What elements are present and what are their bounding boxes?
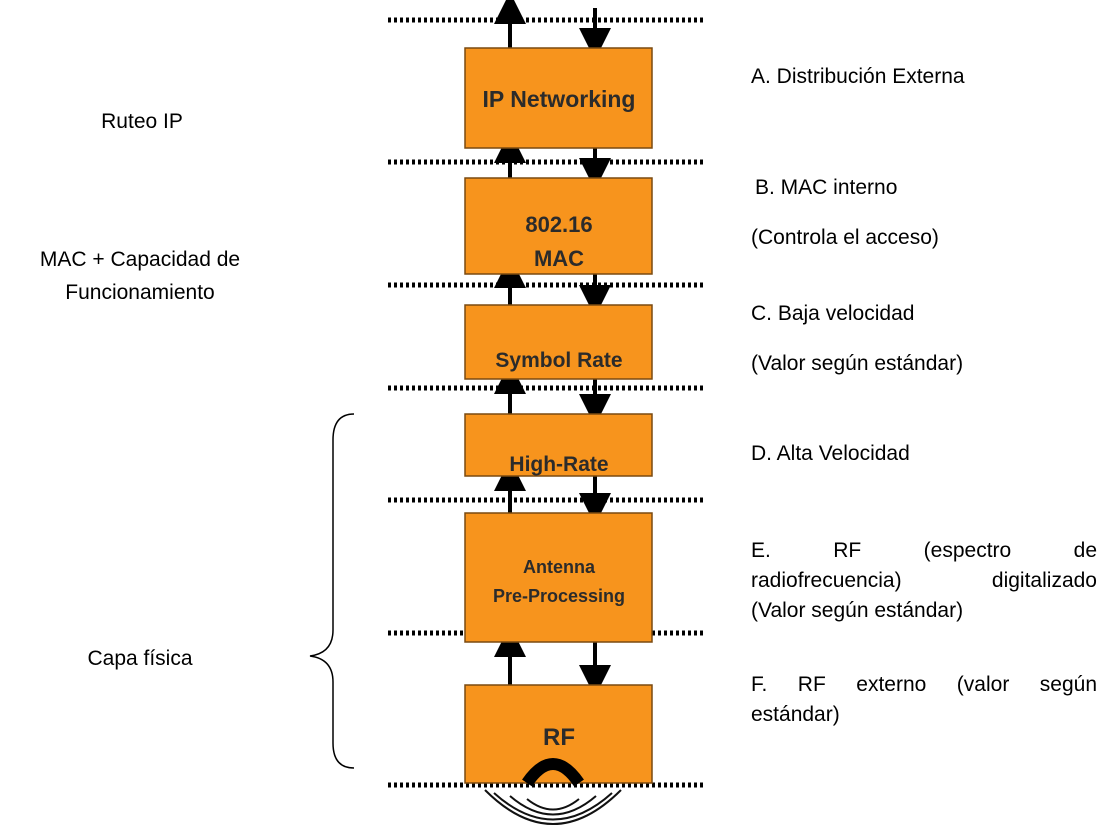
- curly-brace-icon: [309, 413, 355, 769]
- block-rf: RF: [464, 684, 653, 784]
- label-ruteo-ip: Ruteo IP: [101, 110, 183, 133]
- label-f-tail: estándar): [751, 700, 840, 730]
- label-c: C. Baja velocidad: [751, 302, 914, 325]
- block-label: 802.16: [525, 212, 592, 237]
- label-b: B. MAC interno: [755, 176, 897, 199]
- block-antenna: Antenna Pre-Processing: [464, 512, 653, 643]
- block-label: Pre-Processing: [493, 586, 625, 606]
- label-a: A. Distribución Externa: [751, 65, 965, 88]
- block-label: MAC: [534, 246, 584, 271]
- label-f-line: estándar): [751, 703, 840, 726]
- label-e-line: radiofrecuencia) digitalizado: [751, 569, 1097, 592]
- label-f-line: F. RF externo (valor según: [751, 673, 1097, 696]
- label-mac-capacidad: Funcionamiento: [65, 281, 214, 304]
- connectors: [494, 0, 611, 697]
- label-e: E. RF (espectro de radiofrecuencia) digi…: [751, 536, 1097, 596]
- radio-waves-icon: [484, 789, 622, 825]
- block-label: Symbol Rate: [495, 349, 622, 372]
- label-c: (Valor según estándar): [751, 352, 963, 375]
- label-f: F. RF externo (valor según: [751, 670, 1097, 700]
- block-high-rate: High-Rate: [464, 413, 653, 477]
- label-d: D. Alta Velocidad: [751, 442, 910, 465]
- block-label: IP Networking: [483, 86, 636, 112]
- block-symbol-rate: Symbol Rate: [464, 304, 653, 380]
- block-label: Antenna: [523, 557, 596, 577]
- block-mac: 802.16 MAC: [464, 177, 653, 275]
- label-e-tail: (Valor según estándar): [751, 596, 963, 626]
- antenna-icon: [522, 758, 584, 787]
- label-mac-capacidad: MAC + Capacidad de: [40, 248, 240, 271]
- label-e-line: E. RF (espectro de: [751, 539, 1097, 562]
- label-capa-fisica: Capa física: [87, 647, 192, 670]
- label-e-line: (Valor según estándar): [751, 599, 964, 622]
- block-ip-networking: IP Networking: [464, 47, 653, 149]
- block-label: RF: [543, 724, 575, 751]
- label-b: (Controla el acceso): [751, 226, 939, 249]
- block-label: High-Rate: [509, 453, 608, 476]
